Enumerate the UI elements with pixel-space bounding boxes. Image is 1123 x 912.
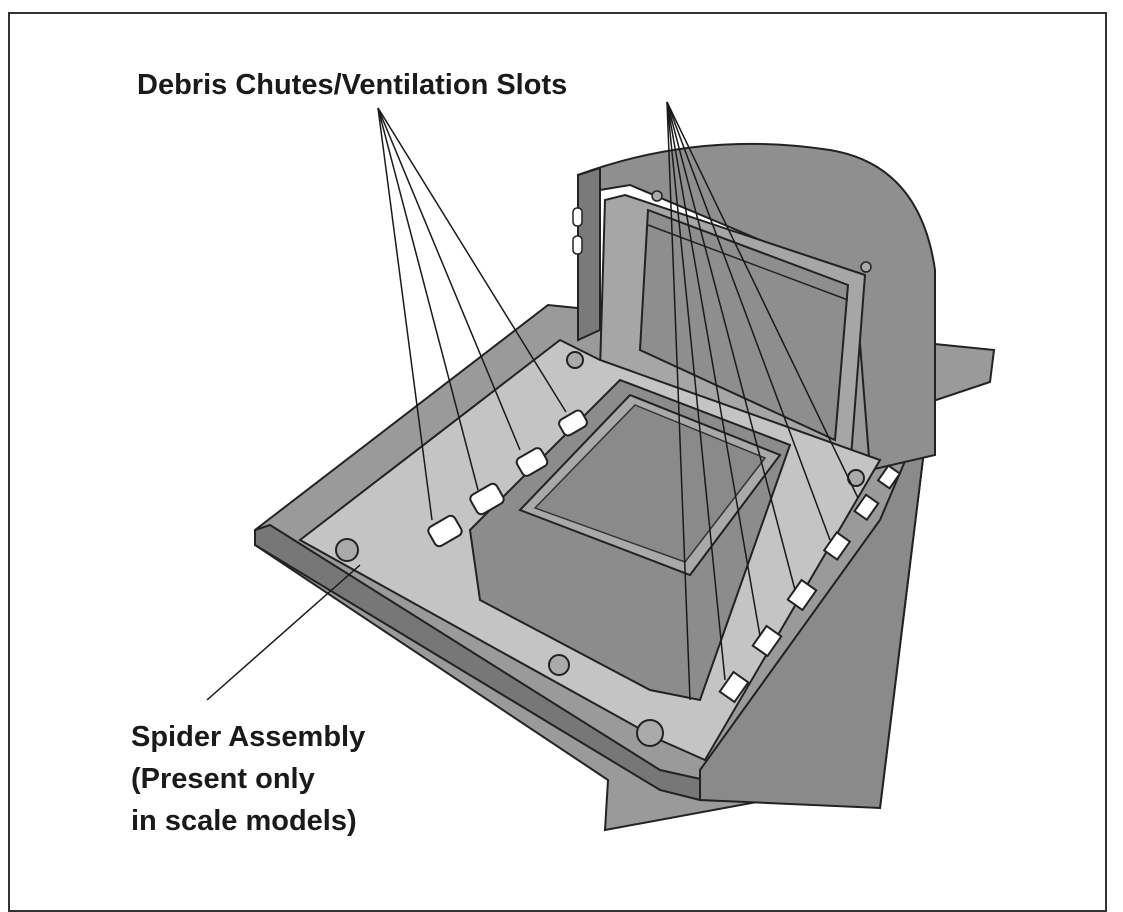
vent-slot-right-6 — [876, 464, 902, 490]
screw-front-right — [636, 719, 664, 747]
platter-glass-inner — [533, 404, 767, 563]
callout-debris-chutes: Debris Chutes/Ventilation Slots — [137, 69, 568, 101]
debris-chute-left-1 — [427, 514, 463, 548]
scanner-right-wall — [699, 401, 931, 810]
leader-line-spider — [206, 564, 361, 701]
vertical-tower — [577, 142, 936, 472]
callout-spider-line-3: in scale models) — [131, 805, 357, 837]
screw-window-top-left — [651, 190, 663, 202]
debris-chute-left-4 — [558, 409, 588, 437]
callout-spider-line-1: Spider Assembly — [131, 721, 366, 753]
tower-side-strip — [577, 166, 601, 342]
screw-tower-left — [566, 351, 584, 369]
tower-hole-1 — [572, 207, 583, 227]
debris-chute-left-3 — [515, 447, 549, 477]
screw-front-center — [548, 654, 570, 676]
leader-lines-left — [377, 107, 567, 521]
vent-slot-right-1 — [718, 670, 750, 704]
callout-spider-line-2: (Present only — [131, 763, 315, 795]
tower-hole-2 — [572, 235, 583, 255]
vent-slot-right-5 — [853, 493, 880, 522]
vertical-window-glass — [638, 208, 850, 442]
screw-window-top-right — [860, 261, 872, 273]
callout-spider-assembly: Spider Assembly (Present only in scale m… — [131, 716, 365, 842]
vent-slot-right-4 — [822, 531, 852, 561]
leader-lines-right — [666, 101, 859, 701]
screw-front-left — [335, 538, 359, 562]
debris-chute-left-2 — [469, 482, 505, 516]
